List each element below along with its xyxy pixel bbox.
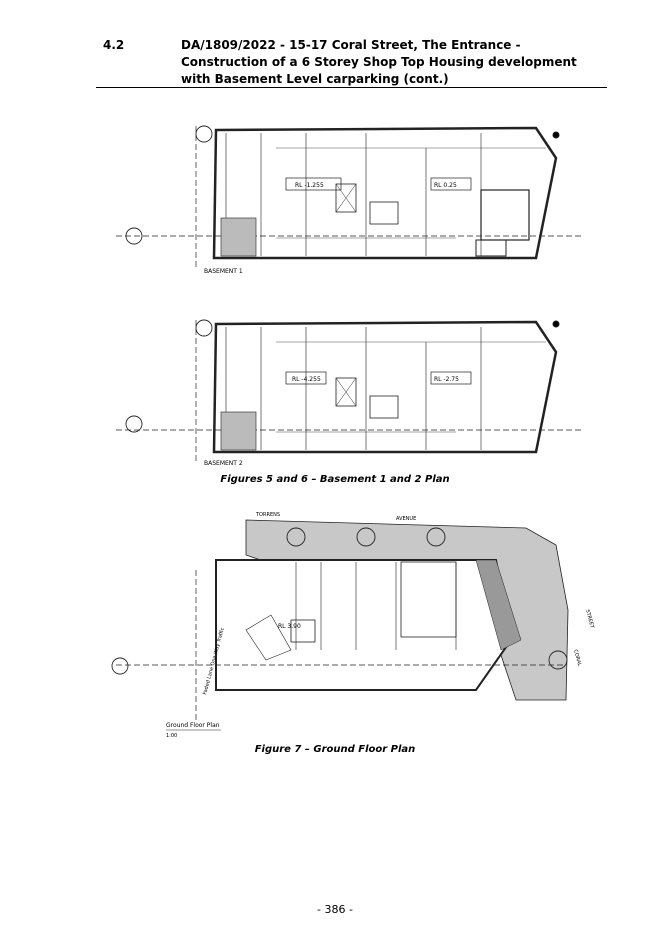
street-avenue-label: AVENUE: [396, 516, 416, 522]
ground-floor-rl: RL 3.90: [278, 623, 301, 630]
figure-5-6-caption: Figures 5 and 6 – Basement 1 and 2 Plan: [220, 474, 450, 485]
street-street-label: STREET: [584, 609, 595, 630]
ground-floor-scale: 1:00: [166, 733, 177, 739]
basement-1-label: BASEMENT 1: [204, 268, 243, 275]
basement-2-rl-right: RL -2.75: [434, 376, 459, 383]
basement-2-rl-left: RL -4.255: [292, 376, 321, 383]
ground-floor-plan: TORRENS AVENUE CORAL STREET Faded Lane O…: [96, 500, 616, 740]
header-rule: [96, 87, 607, 88]
agenda-item-title: DA/1809/2022 - 15-17 Coral Street, The E…: [181, 38, 577, 86]
street-torrens-label: TORRENS: [255, 512, 280, 518]
figure-7-caption: Figure 7 – Ground Floor Plan: [254, 744, 416, 755]
ground-floor-plan-label: Ground Floor Plan: [166, 722, 220, 729]
page-number: - 386 -: [317, 903, 353, 916]
basement-1-rl-right: RL 0.25: [434, 182, 457, 189]
street-coral-label: CORAL: [572, 649, 582, 667]
basement-1-plan: RL -1.255 RL 0.25 BASEMENT 1: [96, 118, 596, 278]
basement-2-plan: RL -4.255 RL -2.75 BASEMENT 2: [96, 312, 596, 472]
basement-1-rl-left: RL -1.255: [295, 182, 324, 189]
basement-2-label: BASEMENT 2: [204, 460, 243, 467]
agenda-item-number: 4.2: [103, 38, 125, 52]
